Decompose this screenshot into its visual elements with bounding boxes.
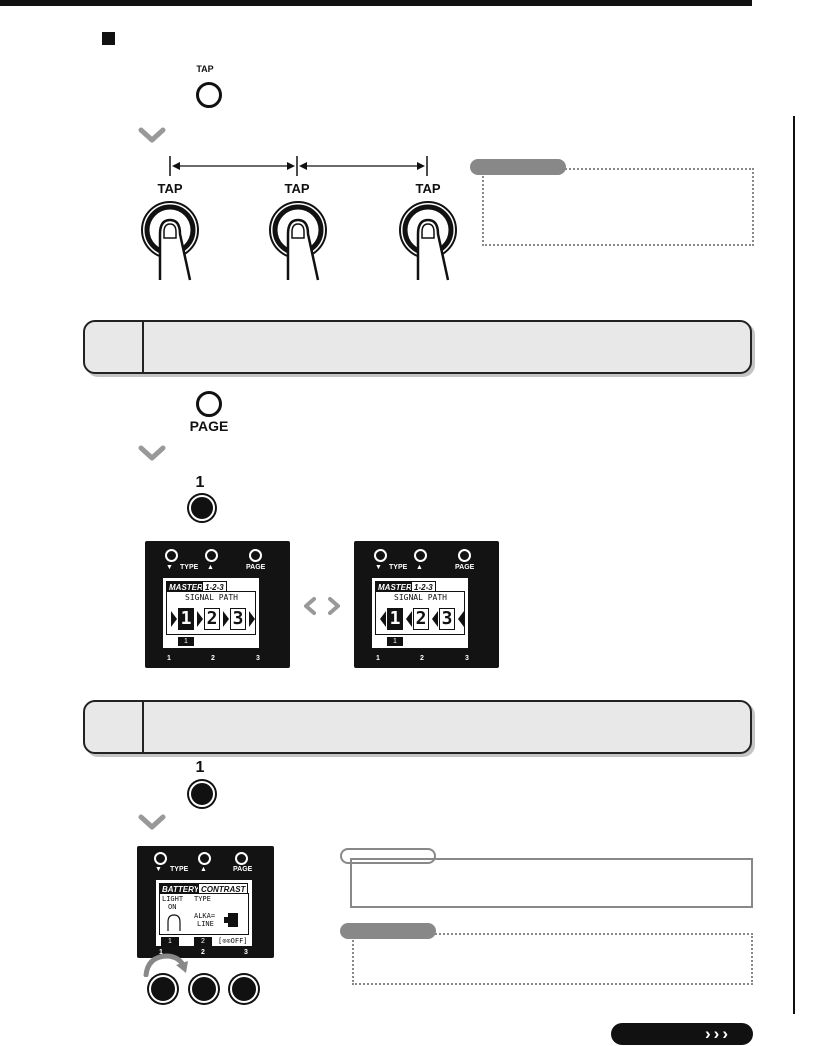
- foot-label: 3: [256, 655, 260, 662]
- lcd-indicator: 1: [161, 937, 179, 946]
- footswitch-1-button[interactable]: [149, 975, 177, 1003]
- foot-label: 2: [420, 655, 424, 662]
- device-panel: ▼ TYPE ▲ PAGE MASTER 1-2-3 SIGNAL PATH 1…: [145, 541, 290, 668]
- page-label: PAGE: [455, 564, 475, 571]
- lcd-text: LIGHT: [162, 895, 184, 903]
- type-label: TYPE: [180, 564, 199, 571]
- tap-small-label: TAP: [196, 64, 214, 74]
- page-label: PAGE: [246, 564, 266, 571]
- foot-label: 1: [159, 949, 163, 956]
- lcd-text: [⊙⊙OFF]: [218, 937, 248, 945]
- chevron-down-icon: [138, 445, 166, 461]
- toggle-arrows-icon: [304, 597, 340, 615]
- foot-label: 3: [244, 949, 248, 956]
- path-digit: 3: [439, 608, 455, 630]
- down-label: ▼: [166, 564, 173, 571]
- path-digit: 2: [204, 608, 220, 630]
- page-led: [458, 549, 471, 562]
- note-box: [350, 858, 753, 908]
- type-led: [198, 852, 211, 865]
- down-led: [374, 549, 387, 562]
- up-label: ▲: [207, 564, 214, 571]
- lcd-text: LINE: [197, 920, 214, 928]
- lcd-frame: [159, 893, 249, 935]
- lcd-heading: SIGNAL PATH: [185, 593, 238, 602]
- note-tag: [340, 848, 436, 864]
- signal-arrows: [171, 611, 255, 627]
- foot-label: 2: [201, 949, 205, 956]
- lcd-screen: BATTERY CONTRAST LIGHT ON TYPE ALKA= LIN…: [156, 880, 252, 946]
- up-label: ▲: [200, 866, 207, 873]
- lcd-text: TYPE: [194, 895, 211, 903]
- chevron-down-icon: [138, 814, 166, 830]
- foot-label: 2: [211, 655, 215, 662]
- chevron-down-icon: [138, 127, 166, 143]
- lcd-indicator: 2: [194, 937, 212, 946]
- tap-label-2: TAP: [284, 181, 310, 196]
- footswitch-3-button[interactable]: [230, 975, 258, 1003]
- foot-label: 3: [465, 655, 469, 662]
- lcd-screen: MASTER 1-2-3 SIGNAL PATH 1 2 3 1: [163, 578, 259, 648]
- type-label: TYPE: [170, 866, 189, 873]
- type-led: [205, 549, 218, 562]
- down-led: [165, 549, 178, 562]
- type-label: TYPE: [389, 564, 408, 571]
- tap-label-1: TAP: [157, 181, 183, 196]
- type-led: [414, 549, 427, 562]
- footswitch-number: 1: [195, 474, 205, 491]
- footswitch-1-button[interactable]: [189, 495, 215, 521]
- foot-label: 1: [167, 655, 171, 662]
- path-digit: 1: [387, 608, 403, 630]
- lcd-text: ON: [168, 903, 177, 911]
- down-led: [154, 852, 167, 865]
- path-digit: 1: [178, 608, 194, 630]
- top-rule: [0, 0, 752, 6]
- footswitch-number: 1: [195, 759, 205, 776]
- lcd-heading: SIGNAL PATH: [394, 593, 447, 602]
- footswitch-1-button[interactable]: [189, 781, 215, 807]
- battery-icon: [224, 913, 238, 927]
- section-bullet: [102, 32, 115, 45]
- page-led: [235, 852, 248, 865]
- note-box: [482, 168, 754, 246]
- tap-press-illustration-1[interactable]: [138, 196, 208, 290]
- lcd-screen: MASTER 1-2-3 SIGNAL PATH 1 2 3 1: [372, 578, 468, 648]
- tap-press-illustration-3[interactable]: [396, 196, 466, 290]
- note-tag: [340, 923, 436, 939]
- footswitch-2-button[interactable]: [190, 975, 218, 1003]
- lcd-text: ALKA=: [194, 912, 216, 920]
- note-tag: [470, 159, 566, 175]
- margin-rule: [793, 116, 795, 1014]
- tap-interval-arrows: [169, 156, 428, 176]
- lcd-frame: [166, 591, 256, 635]
- step-bar: [83, 320, 752, 374]
- foot-label: 1: [376, 655, 380, 662]
- lcd-indicator: 1: [387, 637, 403, 646]
- page-led: [249, 549, 262, 562]
- next-page-button[interactable]: ›››: [611, 1023, 753, 1045]
- tap-press-illustration-2[interactable]: [266, 196, 336, 290]
- up-label: ▲: [416, 564, 423, 571]
- step-bar: [83, 700, 752, 754]
- device-panel: ▼ TYPE ▲ PAGE MASTER 1-2-3 SIGNAL PATH 1…: [354, 541, 499, 668]
- down-label: ▼: [375, 564, 382, 571]
- path-digit: 3: [230, 608, 246, 630]
- tap-label-3: TAP: [415, 181, 441, 196]
- page-button[interactable]: [196, 391, 222, 417]
- tap-small-button[interactable]: [196, 82, 222, 108]
- lcd-indicator: 1: [178, 637, 194, 646]
- page-label: PAGE: [233, 866, 253, 873]
- rotate-arrow-icon: [143, 953, 188, 977]
- next-arrow-icon: ›››: [705, 1024, 731, 1043]
- light-bulb-icon: [167, 914, 181, 931]
- note-box: [352, 933, 753, 985]
- device-panel: ▼ TYPE ▲ PAGE BATTERY CONTRAST LIGHT ON …: [137, 846, 274, 958]
- signal-arrows: [380, 611, 464, 627]
- path-digit: 2: [413, 608, 429, 630]
- page-label: PAGE: [189, 418, 229, 434]
- down-label: ▼: [155, 866, 162, 873]
- lcd-frame: [375, 591, 465, 635]
